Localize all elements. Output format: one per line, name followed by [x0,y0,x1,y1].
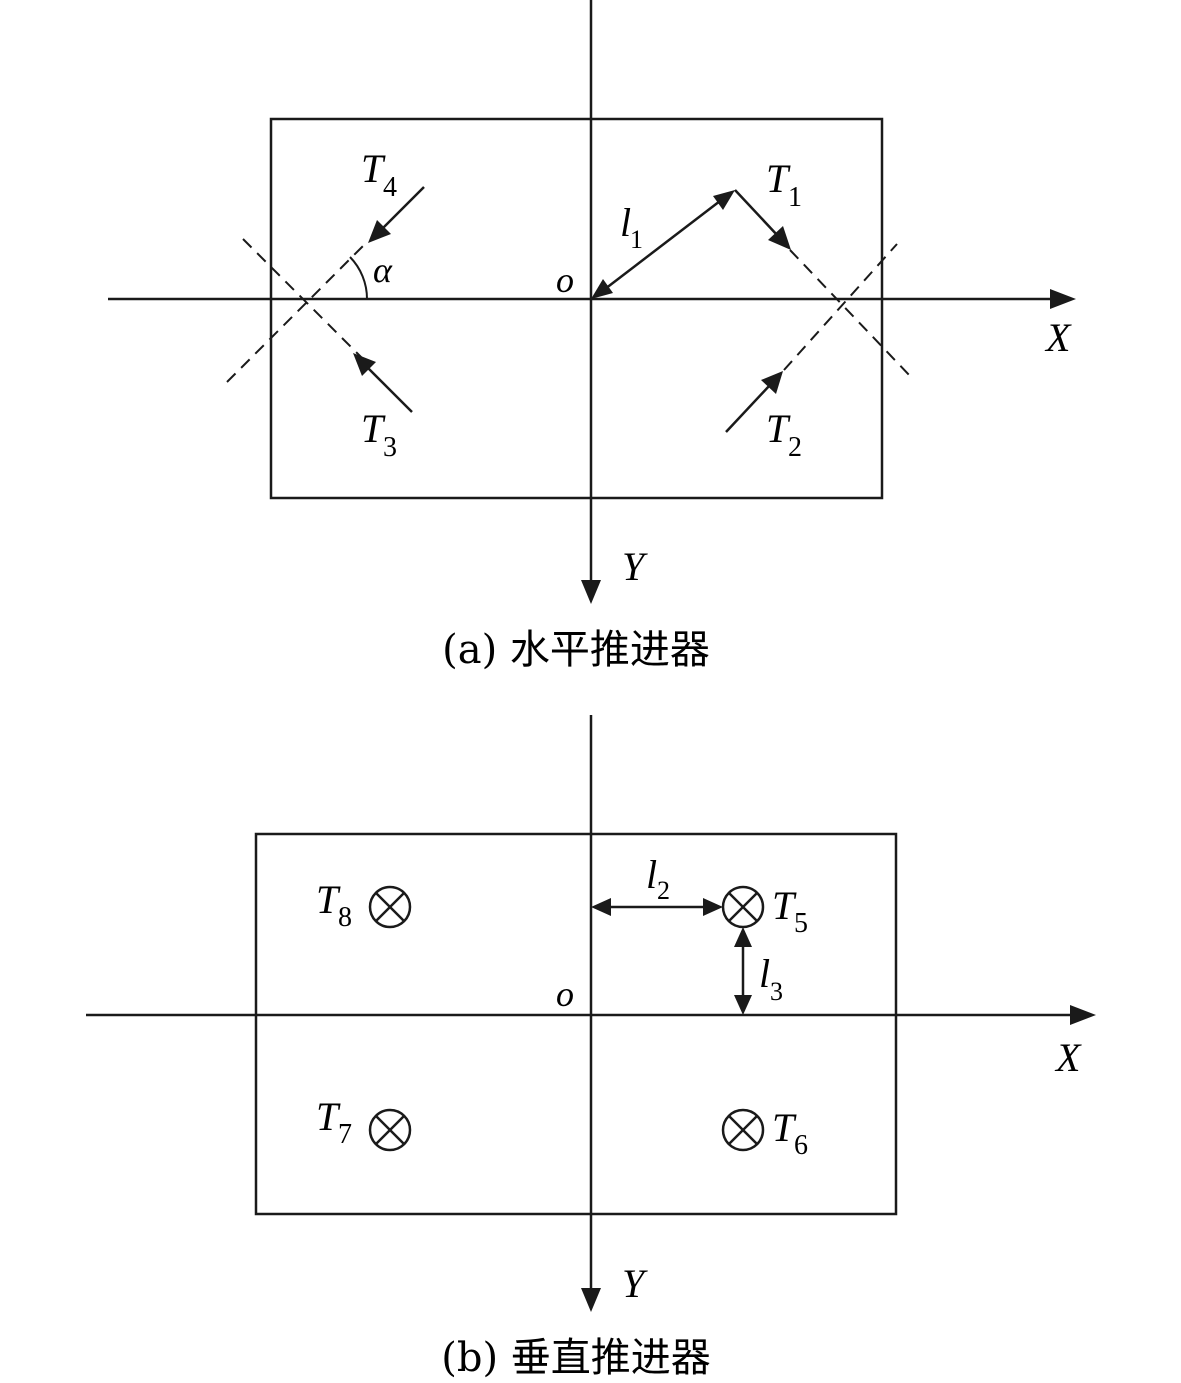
t3-thrust-arrow [366,366,413,413]
panel-b-vertical-thrusters: o X Y l 2 l 3 T 5 T 6 T 7 T 8 (b) 垂直推进器 [86,715,1096,1381]
panel-a-horizontal-thrusters: o X Y α l 1 T 1 T 2 T 3 T 4 (a) 水平推进器 [108,0,1076,673]
t2-arrowhead [761,371,783,394]
y-axis-label-b: Y [622,1261,648,1306]
y-axis-label-a: Y [622,544,648,589]
t3-label: T 3 [361,406,397,463]
t2-thrust-arrow [725,384,771,433]
y-axis-arrowhead-b [581,1288,601,1312]
x-axis-label-a: X [1044,315,1072,360]
t1-thrust-arrow [734,189,779,237]
alpha-angle-arc [349,256,369,300]
hull-outline-a [269,117,884,500]
t2-dashed-line [783,243,898,371]
t4-arrowhead [368,220,391,243]
l2-label: l 2 [646,852,670,905]
t4-label: T 4 [361,146,397,203]
t3-arrowhead [353,353,376,376]
l1-dimension-line [604,200,721,290]
origin-label-a: o [556,260,574,300]
t5-label: T 5 [772,883,808,939]
l2-arrowhead-right [703,898,723,916]
alpha-label: α [373,250,393,290]
x-axis-arrowhead-a [1050,289,1076,309]
l3-arrowhead-bottom [734,995,752,1015]
caption-b: (b) 垂直推进器 [441,1335,711,1381]
t4-dashed-line [226,240,369,383]
t7-label: T 7 [316,1094,352,1150]
t6-thruster-symbol [721,1108,765,1152]
l1-label: l 1 [620,200,643,254]
t7-thruster-symbol [368,1108,412,1152]
t1-label: T 1 [766,156,802,213]
hull-outline-b [254,832,898,1216]
t6-label: T 6 [772,1105,808,1161]
l1-arrowhead-origin [591,279,613,299]
l3-arrowhead-top [734,927,752,947]
l2-arrowhead-left [591,898,611,916]
t1-dashed-line [789,249,913,379]
t5-thruster-symbol [721,885,765,929]
x-axis-arrowhead-b [1070,1005,1096,1025]
t8-thruster-symbol [368,885,412,929]
caption-a: (a) 水平推进器 [442,627,710,673]
y-axis-arrowhead-a [581,580,601,604]
t2-label: T 2 [766,406,802,463]
t4-thrust-arrow [381,186,425,230]
t8-label: T 8 [316,877,352,933]
t1-arrowhead [768,226,791,250]
l1-arrowhead-end [713,190,735,210]
t3-dashed-line [242,238,363,359]
x-axis-label-b: X [1054,1035,1082,1080]
origin-label-b: o [556,974,574,1014]
l3-label: l 3 [759,951,783,1006]
